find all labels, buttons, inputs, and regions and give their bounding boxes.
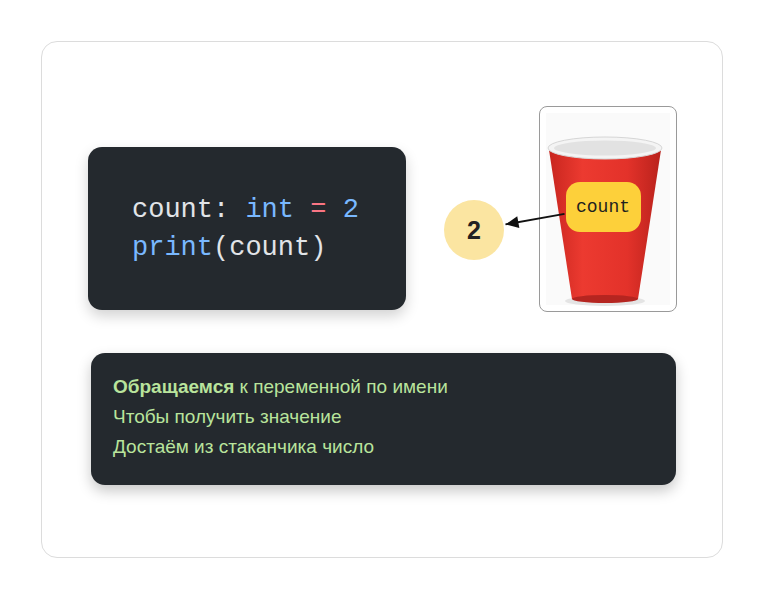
code-token: = [310, 195, 326, 225]
variable-label: count [566, 182, 641, 232]
code-token [294, 195, 310, 225]
cup-rim [548, 137, 662, 159]
connector-arrow [506, 214, 565, 225]
cup-shadow [565, 296, 645, 306]
cup-body [549, 150, 661, 299]
code-token: ( [213, 233, 229, 263]
code-token: print [132, 233, 213, 263]
code-token [229, 195, 245, 225]
arrow-head [506, 216, 520, 228]
note-text: к переменной по имени [240, 376, 448, 397]
code-token: ) [310, 233, 326, 263]
code-token: int [245, 195, 294, 225]
cup-inside [554, 141, 656, 156]
code-line: print(count) [132, 229, 390, 267]
variable-name: count [576, 197, 630, 217]
value-number: 2 [467, 216, 481, 245]
value-circle: 2 [444, 200, 504, 260]
code-token: : [213, 195, 229, 225]
code-token: 2 [343, 195, 359, 225]
code-box: count: int = 2print(count) [88, 147, 406, 310]
code-token [326, 195, 342, 225]
code-token: count [132, 195, 213, 225]
note-keyword: Обращаемся [113, 376, 234, 397]
note-line: Обращаемся к переменной по имени [113, 372, 654, 402]
code-line: count: int = 2 [132, 191, 390, 229]
cup-bottom [572, 295, 638, 303]
note-line: Чтобы получить значение [113, 402, 654, 432]
code-token: count [229, 233, 310, 263]
note-line: Достаём из стаканчика число [113, 432, 654, 462]
note-box: Обращаемся к переменной по имениЧтобы пол… [91, 353, 676, 485]
picture-ground [546, 113, 670, 305]
